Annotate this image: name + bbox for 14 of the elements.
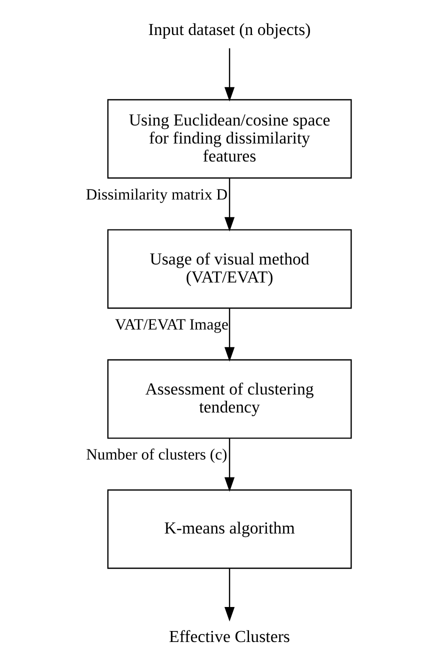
node-text: Effective Clusters	[168, 626, 290, 646]
edge-label: VAT/EVAT Image	[114, 316, 228, 334]
node-text: Input dataset (n objects)	[148, 20, 310, 39]
arrow	[224, 308, 234, 362]
node-box: Usage of visual method (VAT/EVAT)	[106, 229, 352, 309]
arrow	[224, 568, 234, 622]
arrow	[224, 48, 234, 102]
edge-label: Dissimilarity matrix D	[85, 186, 227, 204]
node-box: Assessment of clustering tendency	[106, 359, 352, 439]
edge-label: Number of clusters (c)	[86, 446, 227, 464]
node-box: K-means algorithm	[106, 489, 352, 569]
node-box: Using Euclidean/cosine space for finding dissimilarity features	[106, 99, 352, 179]
arrow	[224, 178, 234, 232]
arrow	[224, 438, 234, 492]
